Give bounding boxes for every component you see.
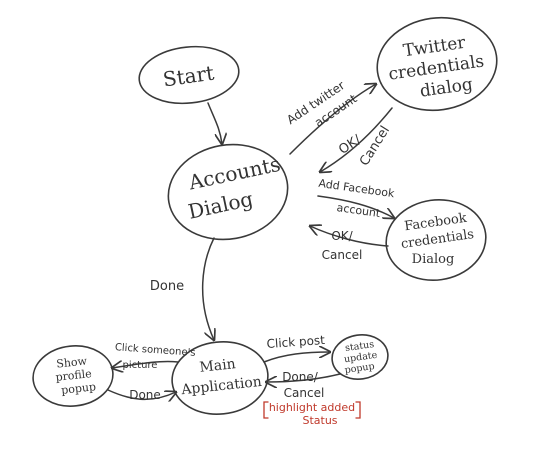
edge-add-facebook-label-2: account bbox=[336, 201, 382, 220]
node-facebook-label-3: Dialog bbox=[412, 252, 455, 267]
node-accounts-dialog: Accounts Dialog bbox=[167, 143, 289, 241]
edge-main-to-profile bbox=[112, 361, 179, 368]
edge-done-cancel-status-label-2: Cancel bbox=[284, 386, 325, 400]
node-main-label-2: Application bbox=[180, 374, 263, 398]
edge-accounts-to-twitter bbox=[289, 84, 376, 155]
node-profile-label-1: Show bbox=[56, 354, 88, 370]
edge-ok-cancel-facebook-label-1: OK/ bbox=[331, 229, 353, 243]
node-show-profile-popup: Show profile popup bbox=[32, 345, 114, 407]
edge-done-cancel-status-label-1: Done/ bbox=[282, 370, 319, 384]
node-start: Start bbox=[138, 45, 240, 105]
node-facebook-dialog: Facebook credentials Dialog bbox=[385, 198, 487, 282]
edge-facebook-to-accounts bbox=[310, 226, 389, 247]
node-status-label-1: status bbox=[344, 339, 375, 354]
edge-ok-cancel-twitter-label-1: OK/ bbox=[336, 132, 364, 158]
edge-ok-cancel-twitter-label-2: Cancel bbox=[357, 123, 393, 168]
edge-done-profile-label: Done bbox=[129, 388, 161, 402]
node-start-label: Start bbox=[161, 61, 215, 92]
node-accounts-label-1: Accounts bbox=[186, 152, 283, 195]
edge-accounts-to-main bbox=[201, 237, 214, 340]
highlight-annotation: highlight added Status bbox=[263, 401, 361, 427]
highlight-annotation-label-2: Status bbox=[302, 414, 337, 427]
edge-start-to-accounts bbox=[207, 102, 222, 144]
node-status-label-3: popup bbox=[344, 361, 375, 376]
edge-click-picture-label-2: picture bbox=[123, 360, 158, 371]
node-main-label-1: Main bbox=[199, 356, 237, 376]
edge-add-facebook-label-1: Add Facebook bbox=[318, 177, 396, 201]
edge-accounts-to-facebook bbox=[317, 195, 394, 218]
edge-click-picture-label-1: Click someone's bbox=[114, 342, 195, 359]
edge-twitter-to-accounts bbox=[320, 107, 393, 172]
edge-status-to-main bbox=[266, 373, 341, 382]
edge-ok-cancel-facebook-label-2: Cancel bbox=[322, 248, 363, 262]
node-profile-label-2: profile bbox=[55, 367, 92, 384]
edge-profile-to-main bbox=[107, 389, 176, 399]
edge-main-to-status bbox=[263, 352, 330, 363]
node-status-update-popup: status update popup bbox=[331, 334, 389, 380]
node-twitter-dialog: Twitter credentials dialog bbox=[376, 16, 498, 112]
edge-click-post-label: Click post bbox=[266, 333, 325, 351]
node-profile-label-3: popup bbox=[61, 380, 97, 397]
edge-done-accounts-label: Done bbox=[150, 279, 184, 294]
node-status-label-2: update bbox=[343, 350, 378, 366]
highlight-annotation-label-1: highlight added bbox=[269, 401, 355, 414]
